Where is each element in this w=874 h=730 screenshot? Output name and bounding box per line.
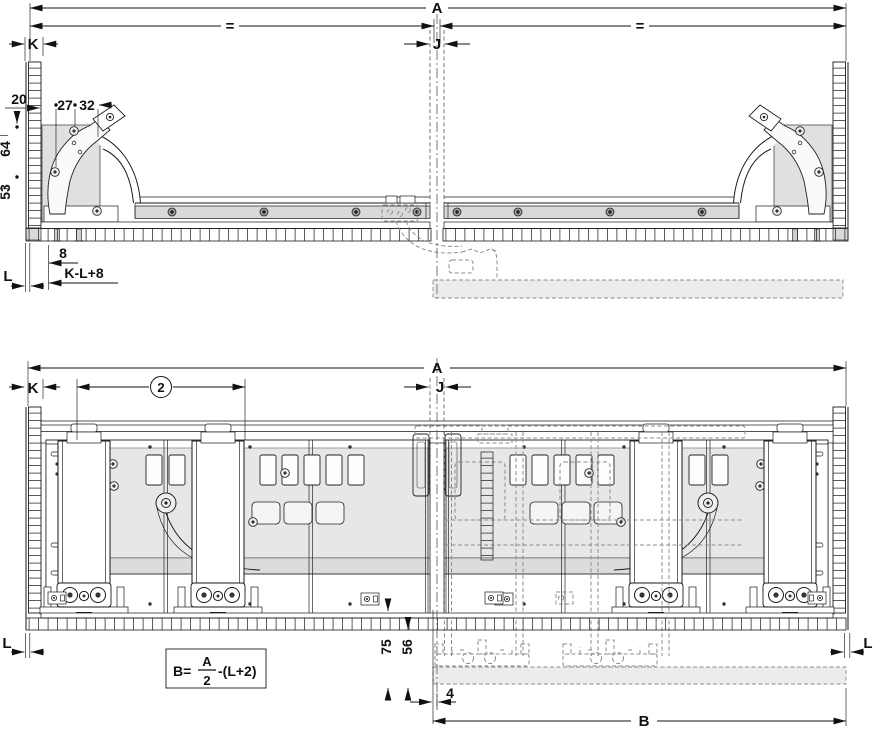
lower-dim-L-left: L [2, 633, 44, 658]
callout-2-label: 2 [157, 380, 164, 395]
center-closer-unit [480, 451, 504, 605]
dim-label-4: 4 [446, 685, 454, 701]
lower-dim-K: K [9, 379, 60, 399]
dim-label-J-top: J [433, 36, 441, 53]
formula-denominator: 2 [203, 673, 210, 688]
front-elevation-view: A J K 2 75 56 [2, 358, 873, 730]
dim-label-K-bottom: K [28, 380, 39, 397]
dim-label-32: 32 [79, 97, 95, 113]
right-wall [832, 406, 849, 630]
floor-guide-strip [432, 666, 847, 685]
bottom-toothed-rail [25, 612, 847, 631]
sliding-door-right [444, 424, 834, 615]
dim-label-KL8: K-L+8 [64, 265, 104, 281]
upper-dim-K: K [9, 36, 58, 61]
dim-label-equal-right: = [636, 18, 645, 35]
dim-label-equal-left: = [226, 18, 235, 35]
upper-dim-27-32: 27 32 [54, 97, 112, 167]
upper-carriage-and-cable [381, 195, 498, 279]
dim-label-L-top: L [3, 268, 12, 285]
upper-dim-bottom-left: 8 K-L+8 L [3, 243, 118, 292]
floor-guide-right [562, 639, 658, 667]
dim-label-56: 56 [399, 639, 415, 655]
dim-bolt-spacing-callout: 2 [76, 376, 246, 440]
dim-label-J-bottom: J [436, 379, 444, 396]
left-wall [25, 406, 42, 630]
dim-label-20: 20 [11, 91, 27, 107]
dim-label-64: 64 [0, 141, 13, 157]
upper-floor-guide-strip [432, 279, 844, 299]
lower-dim-J: J [404, 379, 471, 396]
dim-label-53: 53 [0, 184, 13, 200]
dim-label-75: 75 [378, 639, 394, 655]
dim-B: B [433, 688, 847, 730]
lower-dim-overall-A: A [27, 360, 847, 406]
dim-label-B: B [639, 713, 650, 730]
dim-label-A-top: A [432, 0, 443, 17]
floor-guide-left [434, 639, 530, 667]
dim-75-56: 75 56 [378, 598, 415, 701]
upper-right-pivot-assembly [443, 62, 848, 241]
dim-label-L-left: L [2, 635, 11, 652]
dim-label-L-right: L [863, 635, 872, 652]
upper-dim-equal-halves: = = [29, 18, 846, 43]
dim-label-K-top: K [28, 36, 39, 53]
lower-dim-L-right: L [830, 633, 873, 658]
upper-left-pivot-assembly [26, 62, 431, 241]
formula-suffix: -(L+2) [218, 663, 257, 679]
formula-box: B= A 2 -(L+2) [165, 648, 267, 689]
formula-lhs: B= [173, 663, 191, 679]
phantom-door-open-position [414, 424, 746, 656]
formula-numerator: A [202, 654, 212, 669]
dim-label-27: 27 [57, 97, 73, 113]
upper-dim-J: J [404, 36, 470, 53]
upper-dim-left-stack: 20 64 53 [0, 91, 40, 200]
sliding-door-left [40, 424, 430, 615]
dim-4: 4 [410, 685, 456, 710]
dim-label-A-bottom: A [432, 360, 443, 377]
upper-section-view: A = = K J 20 [0, 0, 848, 299]
dim-label-8: 8 [59, 245, 67, 261]
upper-dim-overall-A: A [29, 0, 847, 61]
